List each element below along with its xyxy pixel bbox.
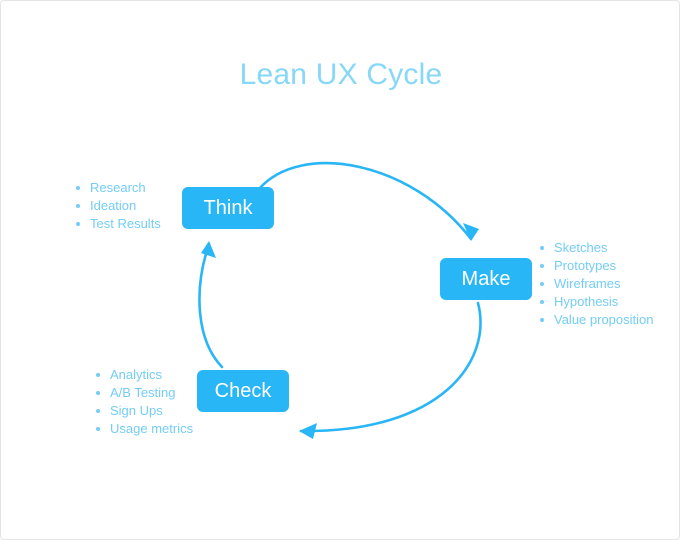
list-item: Value proposition	[540, 311, 654, 329]
list-item: Sign Ups	[96, 402, 193, 420]
list-item: Test Results	[76, 215, 161, 233]
page-title: Lean UX Cycle	[239, 58, 443, 91]
list-item: Analytics	[96, 366, 193, 384]
node-check-label: Check	[214, 379, 272, 402]
arrow-think-to-make	[257, 161, 479, 241]
list-item: Research	[76, 179, 161, 197]
list-item: Ideation	[76, 197, 161, 215]
node-think[interactable]: Think	[182, 187, 274, 229]
list-item: A/B Testing	[96, 384, 193, 402]
node-think-label: Think	[203, 196, 253, 219]
node-make[interactable]: Make	[440, 258, 532, 300]
node-check[interactable]: Check	[197, 370, 289, 412]
list-item: Wireframes	[540, 275, 654, 293]
list-item: Usage metrics	[96, 420, 193, 438]
arrow-check-to-think	[198, 241, 224, 369]
list-item: Prototypes	[540, 257, 654, 275]
node-make-label: Make	[461, 267, 511, 290]
list-item: Hypothesis	[540, 293, 654, 311]
list-item: Sketches	[540, 239, 654, 257]
arrow-make-to-check	[299, 301, 482, 439]
